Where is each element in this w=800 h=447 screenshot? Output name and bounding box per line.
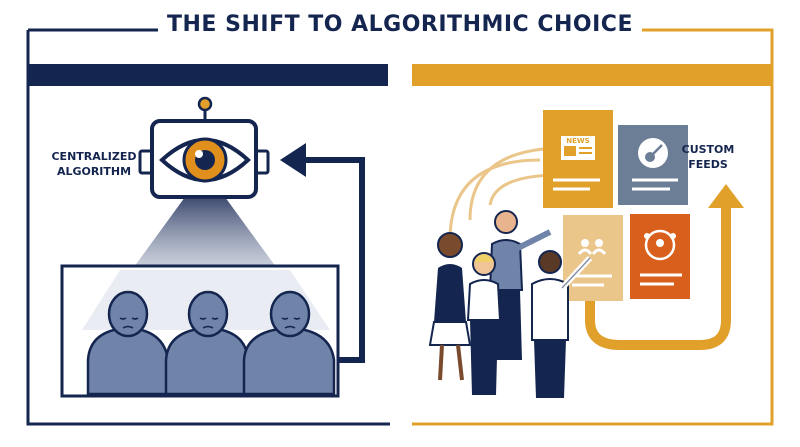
news-tile-text: NEWS xyxy=(566,137,589,145)
left-panel-frame xyxy=(26,28,390,426)
centralized-algorithm-label: CENTRALIZED ALGORITHM xyxy=(51,150,137,178)
passive-person xyxy=(164,290,250,396)
passive-person xyxy=(242,290,336,396)
engaged-person xyxy=(466,252,502,395)
feedback-arrow-icon xyxy=(280,143,365,363)
feed-tile-music xyxy=(618,125,688,205)
left-header-bar xyxy=(28,64,388,86)
feed-tile-network xyxy=(630,214,690,299)
right-panel-frame xyxy=(412,28,774,426)
page-title: THE SHIFT TO ALGORITHMIC CHOICE xyxy=(167,12,633,37)
custom-feeds-label: CUSTOM FEEDS xyxy=(681,143,735,171)
feed-tile-community xyxy=(563,215,623,301)
engaged-person xyxy=(531,250,593,398)
engaged-person xyxy=(428,232,472,381)
custom-feed-arrow-icon xyxy=(585,205,731,350)
feed-tile-news xyxy=(543,110,613,208)
eye-icon xyxy=(138,96,270,199)
passive-person xyxy=(86,290,170,396)
right-header-bar xyxy=(412,64,772,86)
arrow-head-icon xyxy=(708,184,744,208)
